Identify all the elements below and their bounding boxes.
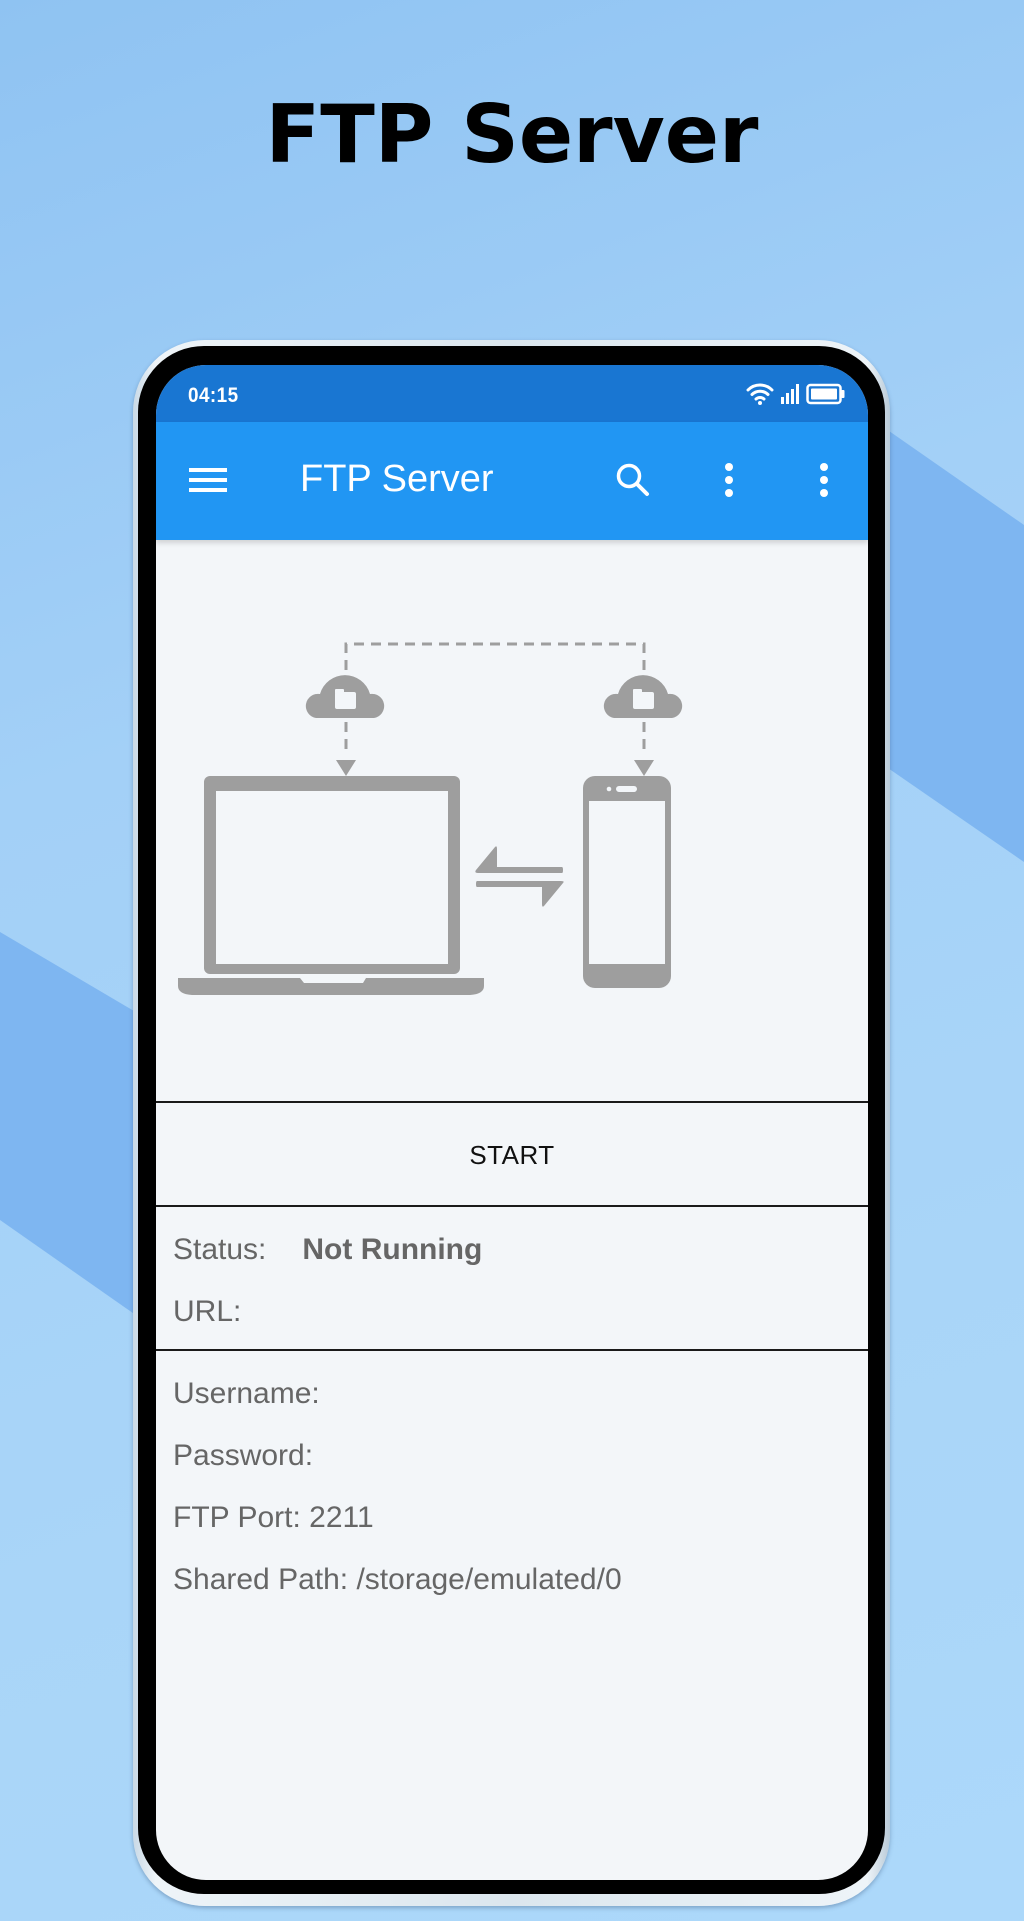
port-value: 2211: [309, 1501, 374, 1534]
username-row: Username:: [173, 1377, 320, 1411]
shared-path-value: /storage/emulated/0: [356, 1563, 622, 1596]
search-button[interactable]: [605, 452, 661, 508]
cloud-folder-icon-right: [603, 675, 683, 718]
status-value: Not Running: [302, 1233, 483, 1266]
status-bar: 04:15: [156, 365, 868, 422]
promo-headline: FTP Server: [265, 88, 759, 181]
status-time: 04:15: [188, 384, 239, 407]
phone-screen: 04:15: [156, 365, 868, 1880]
battery-icon: [806, 383, 846, 410]
menu-button[interactable]: [186, 462, 230, 498]
status-icons: [746, 382, 846, 411]
divider: [156, 1349, 868, 1351]
password-row: Password:: [173, 1439, 313, 1473]
search-icon: [616, 463, 649, 496]
shared-path-label: Shared Path:: [173, 1563, 349, 1596]
more-options-button-1[interactable]: [701, 452, 757, 508]
status-label: Status:: [173, 1233, 267, 1266]
smartphone-icon: [583, 776, 671, 988]
wifi-icon: [746, 382, 774, 411]
start-button[interactable]: START: [156, 1104, 868, 1206]
status-row: Status: Not Running: [173, 1233, 482, 1267]
password-label: Password:: [173, 1439, 314, 1472]
shared-path-row: Shared Path: /storage/emulated/0: [173, 1563, 622, 1597]
app-bar: FTP Server: [156, 422, 868, 540]
app-title: FTP Server: [300, 458, 494, 500]
cloud-folder-icon-left: [305, 675, 385, 718]
port-row: FTP Port: 2211: [173, 1501, 374, 1535]
url-row: URL:: [173, 1295, 241, 1329]
laptop-icon: [178, 776, 484, 995]
signal-icon: [780, 383, 800, 410]
divider: [156, 1101, 868, 1103]
ftp-transfer-illustration: [178, 642, 683, 995]
port-label: FTP Port:: [173, 1501, 301, 1534]
username-label: Username:: [173, 1377, 320, 1410]
divider: [156, 1205, 868, 1207]
more-vert-icon: [725, 463, 733, 497]
url-label: URL:: [173, 1295, 242, 1328]
more-options-button-2[interactable]: [796, 452, 852, 508]
menu-icon: [189, 468, 227, 492]
transfer-arrows-icon: [475, 846, 564, 907]
more-vert-icon: [820, 463, 828, 497]
